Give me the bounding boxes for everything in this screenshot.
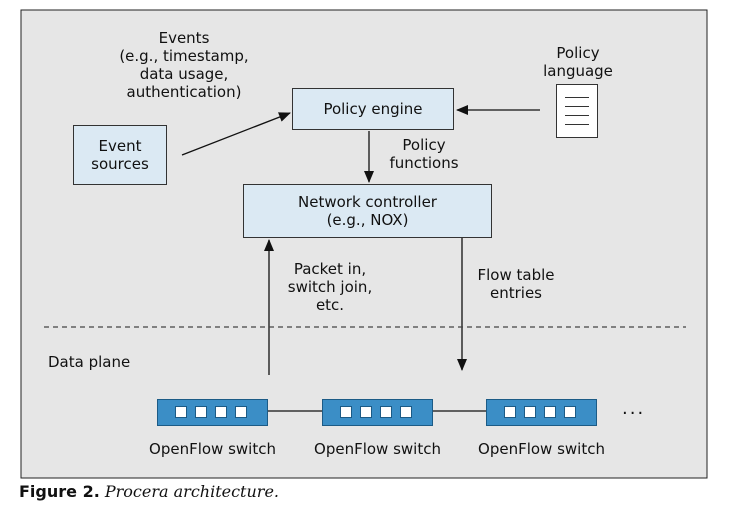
openflow-switch <box>322 399 433 426</box>
policy-language-label: Policy language <box>543 44 613 80</box>
switch-port <box>564 406 576 418</box>
switch-port <box>215 406 227 418</box>
flow-table-label: Flow table entries <box>477 266 555 302</box>
policy-engine-label: Policy engine <box>323 100 423 118</box>
openflow-switch <box>486 399 597 426</box>
switch-port <box>195 406 207 418</box>
network-controller-box: Network controller (e.g., NOX) <box>243 184 492 238</box>
switch-port <box>380 406 392 418</box>
policy-engine-box: Policy engine <box>292 88 454 130</box>
switch-port <box>175 406 187 418</box>
switch-port <box>340 406 352 418</box>
switch-label-1: OpenFlow switch <box>149 440 276 458</box>
switch-port <box>400 406 412 418</box>
switch-port <box>504 406 516 418</box>
policy-functions-label: Policy functions <box>389 136 459 172</box>
switch-port <box>544 406 556 418</box>
figure-caption: Figure 2. Procera architecture. <box>19 482 279 501</box>
document-icon <box>556 84 598 138</box>
figure-number: Figure 2. <box>19 482 100 501</box>
switch-label-2: OpenFlow switch <box>314 440 441 458</box>
switch-port <box>235 406 247 418</box>
switch-label-3: OpenFlow switch <box>478 440 605 458</box>
packet-in-label: Packet in, switch join, etc. <box>287 260 373 314</box>
arrow-event-sources-to-policy-engine <box>181 112 291 156</box>
event-sources-label: Event sources <box>91 137 149 173</box>
more-switches-ellipsis: ... <box>622 398 646 419</box>
figure-caption-text: Procera architecture. <box>104 482 279 501</box>
switch-port <box>360 406 372 418</box>
network-controller-label: Network controller (e.g., NOX) <box>298 193 437 229</box>
data-plane-label: Data plane <box>48 353 131 371</box>
events-label: Events (e.g., timestamp, data usage, aut… <box>119 29 249 101</box>
event-sources-box: Event sources <box>73 125 167 185</box>
switch-port <box>524 406 536 418</box>
openflow-switch <box>157 399 268 426</box>
